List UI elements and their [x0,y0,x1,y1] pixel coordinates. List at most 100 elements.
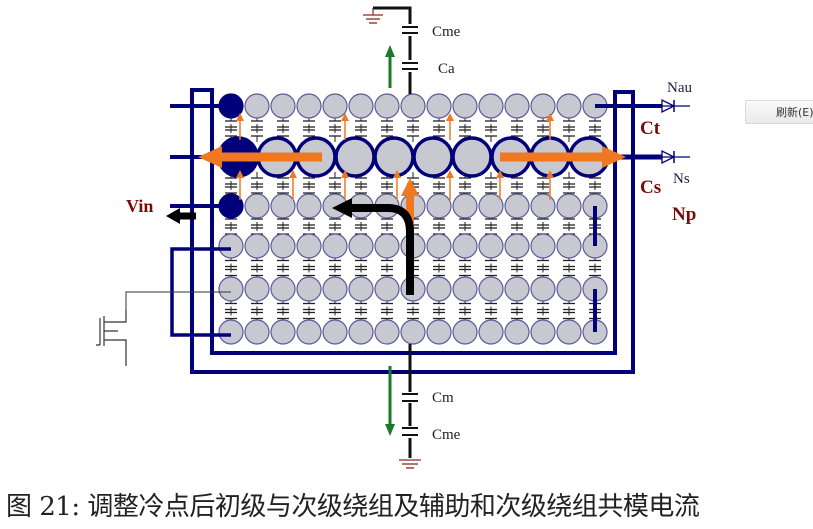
conductor [530,193,556,219]
refresh-button[interactable]: 刷新(E) [745,100,813,124]
conductor [244,233,270,259]
conductor [556,93,582,119]
conductor [270,276,296,302]
label-ns: Ns [673,171,690,187]
conductor [504,193,530,219]
conductor [322,233,348,259]
conductor [296,276,322,302]
conductor [504,319,530,345]
conductor [426,276,452,302]
small-orange-arrow-head [341,170,349,178]
conductor [348,276,374,302]
conductor [556,193,582,219]
black-current-path [352,204,414,295]
conductor [426,233,452,259]
small-orange-arrow-head [341,113,349,121]
labels: Cme Ca Cm Cme Vin Ct Cs Np Nau Ns [126,24,696,443]
label-top-cme: Cme [432,24,461,40]
conductor [504,93,530,119]
conductor [556,276,582,302]
conductor [374,233,400,259]
conductor [374,319,400,345]
conductor [426,193,452,219]
conductor [296,93,322,119]
vin-black-arrow-head [166,208,180,224]
small-orange-arrow-head [236,113,244,121]
conductor [348,93,374,119]
conductor [530,319,556,345]
secondary-conductor [373,136,415,178]
bobbin-outline [190,88,635,374]
conductor [270,193,296,219]
conductor [400,319,426,345]
conductor [452,319,478,345]
conductor [452,233,478,259]
secondary-conductor [412,136,454,178]
conductor [322,93,348,119]
conductor [452,93,478,119]
orange-arrow-up-head [401,178,419,196]
small-orange-arrow-head [289,170,297,178]
conductor [348,319,374,345]
label-cs: Cs [640,177,661,198]
black-arrow-head [332,198,352,218]
figure-caption: 图 21: 调整冷点后初级与次级绕组及辅助和次级绕组共模电流 [6,492,700,522]
label-cm: Cm [432,390,454,406]
secondary-conductor [451,136,493,178]
conductor [374,276,400,302]
conductor [270,93,296,119]
small-orange-arrow-head [393,170,401,178]
conductor [478,319,504,345]
conductor [530,276,556,302]
conductor [322,276,348,302]
current-arrows [166,45,626,436]
small-orange-arrow-head [446,170,454,178]
conductor [452,193,478,219]
conductor [270,233,296,259]
conductor [556,319,582,345]
label-np: Np [672,204,696,225]
conductor [452,276,478,302]
conductor [348,233,374,259]
small-orange-arrow-head [546,113,554,121]
small-orange-arrow-head [496,170,504,178]
label-nau: Nau [667,80,692,96]
green-arrow-down-head [385,424,395,436]
conductor [244,276,270,302]
conductor [244,93,270,119]
conductor [478,233,504,259]
conductor [296,319,322,345]
green-arrow-up-head [385,45,395,57]
switch-drain-wire [125,291,231,310]
conductor [556,233,582,259]
conductor [296,233,322,259]
conductor [270,319,296,345]
interwinding-capacitors [225,115,601,325]
small-orange-arrow-head [236,170,244,178]
conductor [322,319,348,345]
conductor [218,276,244,302]
conductor [478,276,504,302]
conductor [244,193,270,219]
conductor [426,319,452,345]
conductor [244,319,270,345]
label-ca: Ca [438,61,455,77]
conductor [400,93,426,119]
conductor [530,233,556,259]
label-vin: Vin [126,196,153,216]
label-ct: Ct [640,118,661,139]
top-cap-chain [373,6,412,94]
orange-arrow-right-head [602,146,626,168]
secondary-conductor [334,136,376,178]
conductor [504,276,530,302]
orange-arrow-left-head [198,146,222,168]
conductor [296,193,322,219]
small-orange-arrow-head [446,113,454,121]
mosfet-icon [96,310,127,366]
conductor [530,93,556,119]
label-bottom-cme: Cme [432,427,461,443]
conductor [218,319,244,345]
conductor [478,193,504,219]
small-orange-arrow-head [546,170,554,178]
